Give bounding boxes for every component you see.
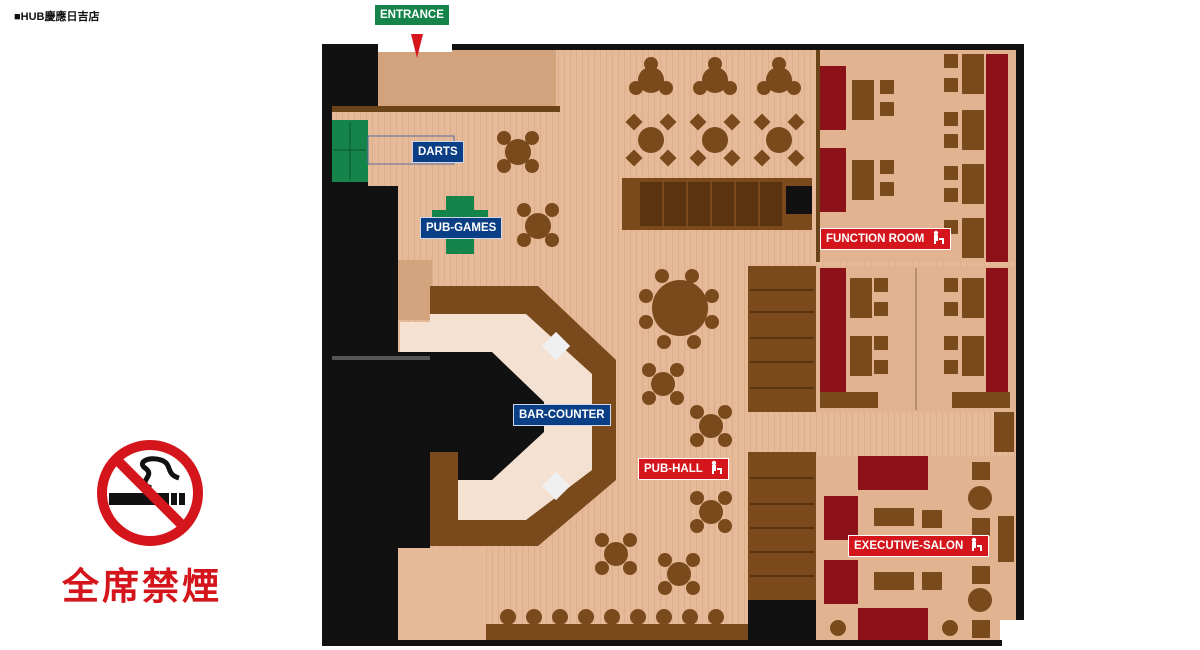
pub-hall-text: PUB-HALL: [644, 463, 703, 475]
bar-tap: [541, 471, 571, 501]
sofa: [824, 496, 858, 540]
store-title: ■HUB慶應日吉店: [14, 11, 100, 23]
chair-person-icon: [933, 230, 944, 244]
function-room-text: FUNCTION ROOM: [826, 233, 925, 245]
sofa: [986, 268, 1008, 392]
sofa: [820, 66, 846, 130]
dining-tables: [497, 57, 805, 595]
chair-person-icon: [711, 460, 722, 474]
no-smoking-text: 全席禁煙: [62, 565, 222, 608]
no-smoking-icon: [97, 440, 203, 546]
pub-hall-label: PUB-HALL: [638, 458, 729, 480]
entrance-label: ENTRANCE: [374, 4, 450, 26]
window-counter: [486, 624, 748, 640]
pub-games-label: PUB-GAMES: [420, 217, 503, 239]
sofa: [986, 54, 1008, 262]
chair-person-icon: [972, 537, 983, 551]
arrow-down-icon: [411, 34, 423, 58]
sofa: [858, 456, 928, 490]
executive-salon-label: EXECUTIVE-SALON: [848, 535, 990, 557]
sofa: [820, 148, 846, 212]
sofa: [820, 268, 846, 392]
sofa: [858, 608, 928, 640]
function-room-label: FUNCTION ROOM: [820, 228, 951, 250]
bar-tap: [541, 331, 571, 361]
bar-counter-label: BAR-COUNTER: [513, 404, 611, 426]
executive-salon-text: EXECUTIVE-SALON: [854, 540, 964, 552]
darts-label: DARTS: [412, 141, 464, 163]
sofa: [824, 560, 858, 604]
booth-column: [748, 452, 816, 600]
entrance-area: [378, 50, 556, 108]
